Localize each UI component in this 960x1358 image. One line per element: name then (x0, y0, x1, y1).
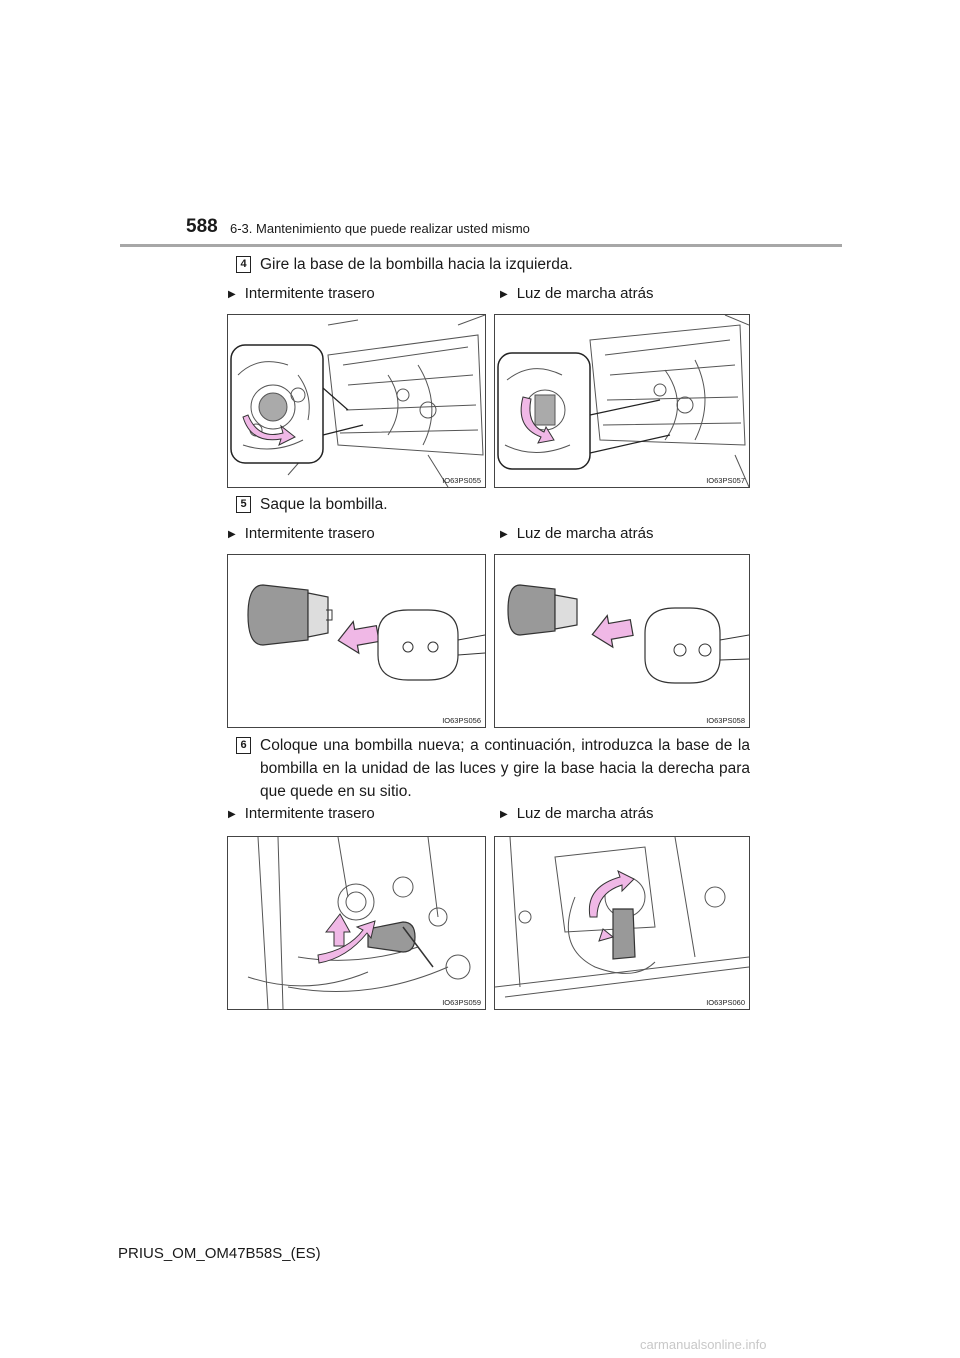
figure-install-bulb-turn-signal: IO63PS059 (227, 836, 486, 1010)
section-title: 6-3. Mantenimiento que puede realizar us… (230, 221, 530, 236)
lamp-housing-illustration (230, 315, 485, 487)
figure-remove-bulb-reverse-light: IO63PS058 (494, 554, 750, 728)
figure-turn-base-turn-signal: IO63PS055 (227, 314, 486, 488)
triangle-bullet-icon: ▶ (500, 289, 508, 300)
document-id: PRIUS_OM_OM47B58S_(ES) (118, 1245, 321, 1262)
page-number: 588 (186, 216, 218, 237)
figure-code: IO63PS058 (706, 716, 745, 725)
subheading-right: ▶Luz de marcha atrás (500, 525, 654, 542)
figure-remove-bulb-turn-signal: IO63PS056 (227, 554, 486, 728)
step-text: Saque la bombilla. (260, 496, 388, 513)
figure-code: IO63PS057 (706, 476, 745, 485)
subheading-right: ▶Luz de marcha atrás (500, 285, 654, 302)
step-number-badge: 4 (236, 256, 251, 273)
figure-code: IO63PS059 (442, 998, 481, 1007)
subheading-right: ▶Luz de marcha atrás (500, 805, 654, 822)
figure-code: IO63PS060 (706, 998, 745, 1007)
bulb-install-illustration (247, 837, 471, 1009)
triangle-bullet-icon: ▶ (228, 529, 236, 540)
header-rule (120, 244, 842, 247)
step-number-badge: 6 (236, 737, 251, 754)
figure-install-bulb-reverse-light: IO63PS060 (494, 836, 750, 1010)
bulb-removal-illustration (247, 584, 485, 681)
bulb-install-illustration (495, 837, 749, 998)
triangle-bullet-icon: ▶ (500, 809, 508, 820)
bulb-removal-illustration (507, 584, 749, 684)
subheading-left: ▶Intermitente trasero (228, 285, 375, 302)
figure-code: IO63PS055 (442, 476, 481, 485)
triangle-bullet-icon: ▶ (500, 529, 508, 540)
subheading-left: ▶Intermitente trasero (228, 525, 375, 542)
watermark: carmanualsonline.info (640, 1337, 767, 1352)
step-text: Gire la base de la bombilla hacia la izq… (260, 256, 573, 273)
subheading-left: ▶Intermitente trasero (228, 805, 375, 822)
figure-code: IO63PS056 (442, 716, 481, 725)
figure-turn-base-reverse-light: IO63PS057 (494, 314, 750, 488)
triangle-bullet-icon: ▶ (228, 289, 236, 300)
step-text: Coloque una bombilla nueva; a continuaci… (260, 737, 750, 800)
step-number-badge: 5 (236, 496, 251, 513)
triangle-bullet-icon: ▶ (228, 809, 236, 820)
lamp-housing-illustration (497, 315, 749, 487)
